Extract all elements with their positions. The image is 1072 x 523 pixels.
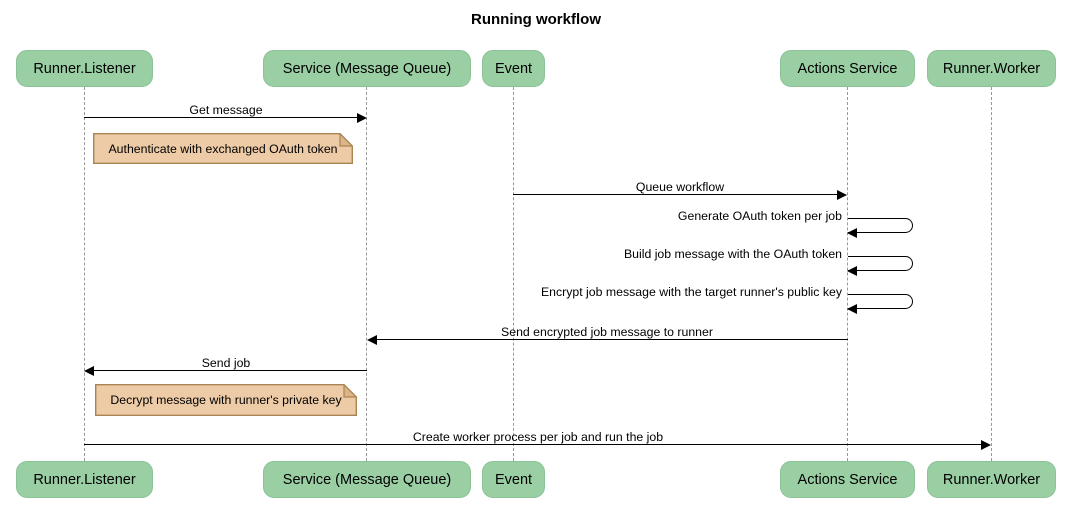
message-arrow-send-job xyxy=(94,370,367,371)
self-message-loop xyxy=(848,294,913,309)
message-label-get-message: Get message xyxy=(189,103,263,117)
participant-service-message-queue-top: Service (Message Queue) xyxy=(263,50,471,87)
message-label-create-worker: Create worker process per job and run th… xyxy=(412,430,664,444)
note-authenticate: Authenticate with exchanged OAuth token xyxy=(93,133,353,164)
message-arrow-send-encrypted xyxy=(377,339,848,340)
participant-runner-worker-top: Runner.Worker xyxy=(927,50,1056,87)
arrowhead-left-icon xyxy=(84,366,94,376)
note-decrypt: Decrypt message with runner's private ke… xyxy=(95,384,357,416)
note-shape-icon xyxy=(95,384,357,416)
arrowhead-left-icon xyxy=(847,304,857,314)
diagram-title: Running workflow xyxy=(471,11,601,28)
participant-runner-worker-bottom: Runner.Worker xyxy=(927,461,1056,498)
lifeline-runner-worker xyxy=(991,87,992,461)
participant-actions-service-top: Actions Service xyxy=(780,50,915,87)
participant-service-message-queue-bottom: Service (Message Queue) xyxy=(263,461,471,498)
participant-actions-service-bottom: Actions Service xyxy=(780,461,915,498)
message-label-send-encrypted: Send encrypted job message to runner xyxy=(501,325,713,339)
arrowhead-right-icon xyxy=(357,113,367,123)
note-shape-icon xyxy=(93,133,353,164)
message-label-send-job: Send job xyxy=(201,356,251,370)
message-arrow-queue-workflow xyxy=(513,194,837,195)
message-label-queue-workflow: Queue workflow xyxy=(635,180,725,194)
arrowhead-left-icon xyxy=(367,335,377,345)
self-message-label-generate-oauth: Generate OAuth token per job xyxy=(677,209,842,223)
arrowhead-right-icon xyxy=(837,190,847,200)
self-message-loop xyxy=(848,218,913,233)
participant-runner-listener-top: Runner.Listener xyxy=(16,50,153,87)
self-message-label-build-job-message: Build job message with the OAuth token xyxy=(623,247,842,261)
lifeline-runner-listener xyxy=(84,87,85,461)
self-message-label-encrypt-job-message: Encrypt job message with the target runn… xyxy=(540,285,842,299)
lifeline-service-message-queue xyxy=(366,87,367,461)
arrowhead-left-icon xyxy=(847,266,857,276)
note-text: Authenticate with exchanged OAuth token xyxy=(108,141,338,156)
participant-event-bottom: Event xyxy=(482,461,545,498)
self-message-loop xyxy=(848,256,913,271)
message-arrow-get-message xyxy=(84,117,357,118)
arrowhead-left-icon xyxy=(847,228,857,238)
participant-runner-listener-bottom: Runner.Listener xyxy=(16,461,153,498)
lifeline-event xyxy=(513,87,514,461)
participant-event-top: Event xyxy=(482,50,545,87)
message-arrow-create-worker xyxy=(84,444,981,445)
note-text: Decrypt message with runner's private ke… xyxy=(110,393,342,407)
arrowhead-right-icon xyxy=(981,440,991,450)
